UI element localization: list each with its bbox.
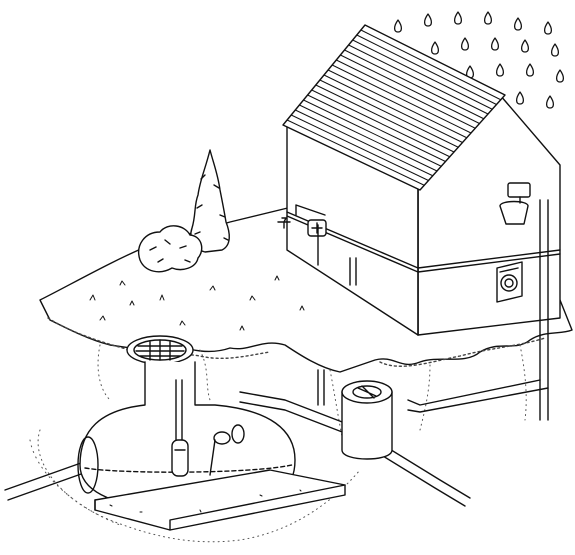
rain-drop [497,64,504,76]
rain-drop [432,42,439,54]
rain-drop [395,20,402,32]
rain-drop [425,14,432,26]
rain-drop [545,22,552,34]
rain-drop [547,96,554,108]
rain-drop [462,38,469,50]
washing-machine [497,262,522,302]
rain-drop [552,44,559,56]
rain-drop [485,12,492,24]
filter-shaft [342,381,392,459]
rain-drop [522,40,529,52]
rain-drop [492,38,499,50]
manhole-cover [127,336,193,364]
water-meter [308,220,326,236]
rain-drop [517,92,524,104]
rain-drop [515,18,522,30]
rain-drop [527,64,534,76]
rain-drop [557,70,564,82]
rain-drop [455,12,462,24]
